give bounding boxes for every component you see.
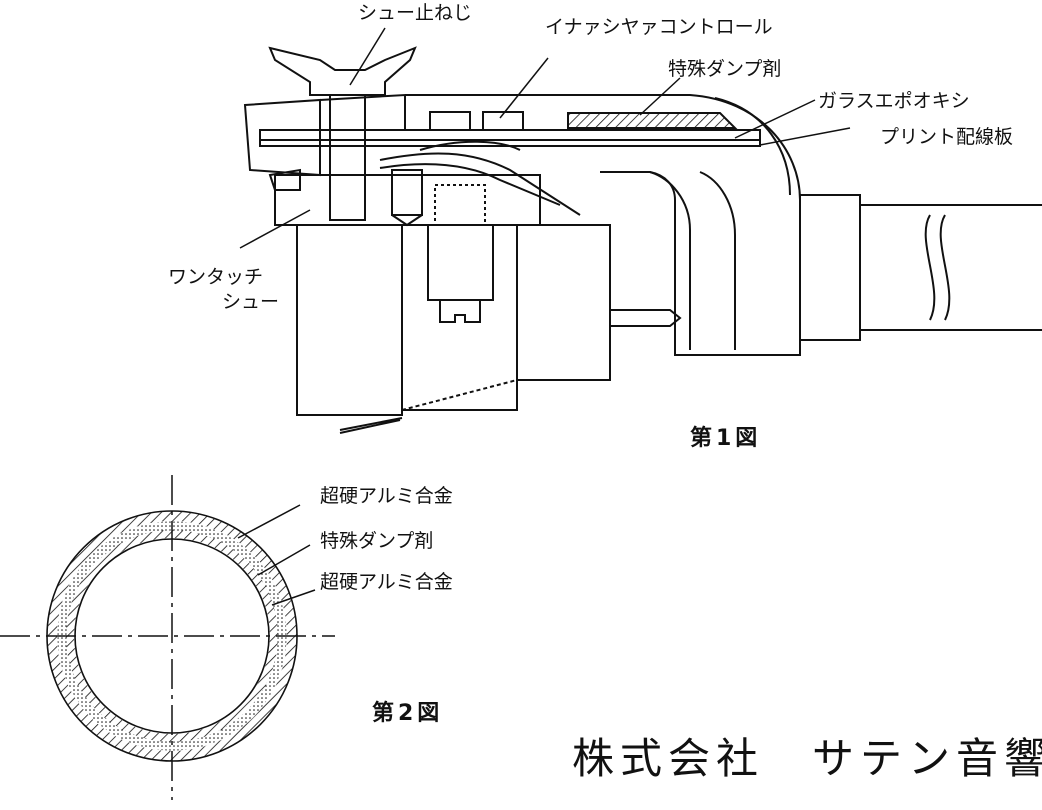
lead-wire-2 xyxy=(379,163,561,206)
leader-printed-board xyxy=(759,127,851,146)
lead-wire-1 xyxy=(379,152,581,216)
tonearm-pipe xyxy=(860,204,1042,331)
leader-inner-alloy xyxy=(271,589,316,606)
inertia-control-block-2 xyxy=(482,111,524,131)
label-damping-agent-fig2: 特殊ダンプ剤 xyxy=(320,530,434,552)
figure2-pipe-section xyxy=(0,475,335,800)
cartridge-body-center xyxy=(401,224,518,411)
leader-inertia xyxy=(499,57,549,119)
figure1-leader-lines xyxy=(239,27,851,249)
label-printed-board: プリント配線板 xyxy=(880,126,1014,148)
cartridge-body-right xyxy=(516,224,611,381)
leader-damping xyxy=(639,77,681,116)
shoe-clip xyxy=(268,168,301,191)
label-outer-alloy: 超硬アルミ合金 xyxy=(320,485,453,507)
figure1-cartridge-drawing xyxy=(243,46,1042,434)
damping-ring xyxy=(57,521,287,751)
leader-glass-epoxy xyxy=(734,99,816,139)
shoe-screw-head xyxy=(268,46,417,96)
figure2-leader-lines xyxy=(237,504,316,606)
label-one-touch: ワンタッチ xyxy=(168,266,264,288)
cartridge-pin-block xyxy=(427,224,494,301)
cartridge-screw xyxy=(439,299,481,323)
elbow-inner-1 xyxy=(649,171,691,350)
label-shoe-screw: シュー止ねじ xyxy=(358,2,473,24)
leader-outer-alloy xyxy=(237,504,301,539)
label-shoe: シュー xyxy=(222,291,280,313)
side-connector xyxy=(610,309,682,327)
company-name: 株式会社 サテン音響 xyxy=(572,734,1042,783)
label-inertia-control: イナァシヤァコントロール xyxy=(545,16,773,38)
leader-one-touch xyxy=(239,209,311,249)
stylus-cantilever xyxy=(339,417,403,434)
lead-wire-3 xyxy=(419,140,521,151)
elbow-rib xyxy=(714,97,791,196)
cartridge-taper xyxy=(401,379,518,411)
label-damping-agent-fig1: 特殊ダンプ剤 xyxy=(668,58,782,80)
leader-damping-ring xyxy=(257,544,311,576)
outer-alloy-ring xyxy=(47,511,297,761)
cartridge-body-left xyxy=(296,224,403,416)
printed-board xyxy=(259,129,761,141)
one-touch-shoe xyxy=(274,174,541,226)
pipe-cut-2 xyxy=(939,214,951,321)
tonearm-end-cap xyxy=(799,194,861,341)
headshell-top-left xyxy=(243,98,321,177)
mount-screw-tip xyxy=(391,214,423,227)
leader-shoe-screw xyxy=(349,27,386,86)
damping-block xyxy=(567,112,738,129)
terminal-box xyxy=(434,184,486,226)
label-glass-epoxy: ガラスエポオキシ xyxy=(818,90,970,112)
mount-screw xyxy=(391,169,423,216)
inertia-control-block-1 xyxy=(429,111,471,131)
inner-alloy-ring xyxy=(66,530,278,742)
caption-figure2: 第2図 xyxy=(372,701,444,726)
caption-figure1: 第1図 xyxy=(690,426,762,451)
headshell-top-plate xyxy=(319,93,406,131)
elbow-inner-2 xyxy=(699,171,736,350)
shoe-screw-shaft xyxy=(329,94,366,221)
label-inner-alloy: 超硬アルミ合金 xyxy=(320,571,453,593)
pipe-cut xyxy=(924,214,936,321)
